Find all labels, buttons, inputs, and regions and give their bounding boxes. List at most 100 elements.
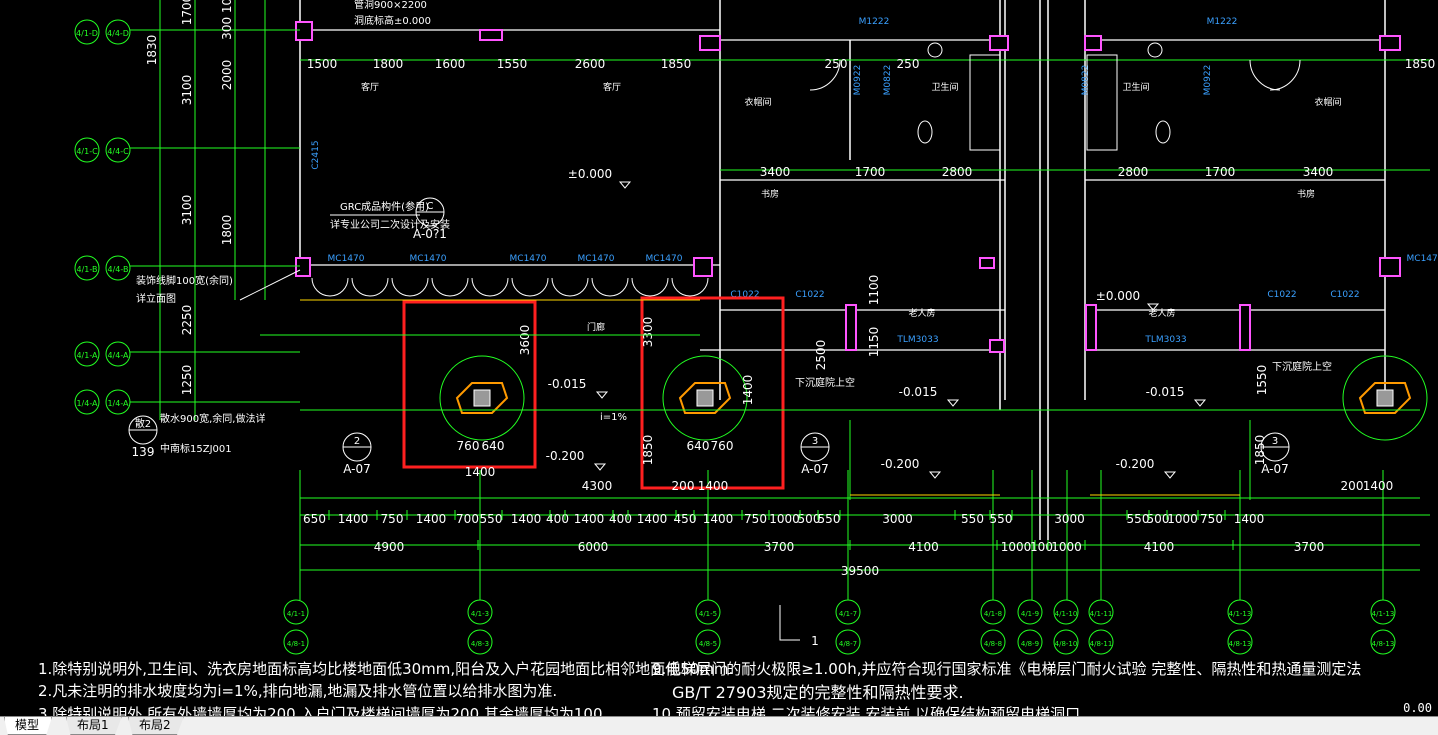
- dimension-text: 1400: [465, 465, 496, 479]
- dimension-text: 1000: [1167, 512, 1198, 526]
- tab-layout1[interactable]: 布局1: [66, 717, 122, 735]
- room-label: 书房: [1297, 188, 1315, 200]
- dimension-text: 1700: [1205, 165, 1236, 179]
- dimension-text: 500: [798, 512, 821, 526]
- column-block: [1084, 35, 1102, 51]
- dimension-text: 760: [711, 439, 734, 453]
- axis-bubble: [74, 389, 100, 415]
- column-block: [699, 35, 721, 51]
- column-block: [845, 304, 857, 351]
- dimension-text: 450: [674, 512, 697, 526]
- door-tag: MC1470: [578, 254, 615, 264]
- column-block: [1239, 304, 1251, 351]
- general-notes: 1.除特别说明外,卫生间、洗衣房地面标高均比楼地面低30mm,阳台及入户花园地面…: [0, 655, 1438, 716]
- door-tag: MC1470: [510, 254, 547, 264]
- section-number: 1: [811, 634, 819, 648]
- dimension-text: 550: [990, 512, 1013, 526]
- note-1: 1.除特别说明外,卫生间、洗衣房地面标高均比楼地面低30mm,阳台及入户花园地面…: [38, 660, 734, 678]
- tab-model[interactable]: 模型: [4, 717, 53, 735]
- door-swing: [809, 59, 841, 91]
- dimension-text: 4300: [582, 479, 613, 493]
- axis-bubble: [105, 255, 131, 281]
- dimension-text: 3400: [1303, 165, 1334, 179]
- axis-label: 4/1-5: [699, 610, 717, 618]
- door-swing: [1269, 59, 1301, 91]
- axis-bubble: [74, 341, 100, 367]
- column-section: [1376, 389, 1394, 407]
- callout-sheet: A-07: [801, 462, 829, 476]
- bathtub-icon: [1086, 54, 1118, 151]
- axis-label: 4/8-8: [984, 640, 1002, 648]
- axis-bubble: [1053, 629, 1079, 655]
- dimension-text: 100: [1030, 540, 1053, 554]
- column-section: [696, 389, 714, 407]
- annotation: 散水900宽,余同,做法详: [160, 412, 265, 425]
- annotation: GRC成品构件(参用): [340, 200, 429, 213]
- column-block: [1379, 35, 1401, 51]
- axis-label: 4/1-A: [76, 351, 98, 360]
- room-label: 衣帽间: [744, 96, 771, 108]
- level-symbol: [928, 471, 942, 479]
- dimension-text: 3400: [760, 165, 791, 179]
- axis-bubble: [1370, 629, 1396, 655]
- column-block: [979, 257, 995, 269]
- dimension-text: 300 100: [220, 0, 234, 40]
- door-tag: C1022: [1330, 290, 1359, 300]
- door-tag: C1022: [730, 290, 759, 300]
- dimension-text: 640: [482, 439, 505, 453]
- column-block: [479, 29, 503, 41]
- dimension-text: 550: [1127, 512, 1150, 526]
- axis-label: 4/1-11: [1090, 610, 1113, 618]
- dimension-text: 400: [546, 512, 569, 526]
- door-tag: M1222: [1207, 17, 1238, 27]
- axis-bubble: [74, 255, 100, 281]
- highlight-box: [402, 300, 537, 469]
- tab-layout2[interactable]: 布局2: [128, 717, 184, 735]
- axis-bubble: [105, 19, 131, 45]
- annotation: 管洞900×2200: [354, 0, 427, 11]
- level-symbol: [1146, 303, 1160, 311]
- callout-number: 3: [1272, 436, 1278, 447]
- room-label: 衣帽间: [1314, 96, 1341, 108]
- axis-bubble: [283, 599, 309, 625]
- toilet-icon: [917, 120, 933, 144]
- dimension-text: 250: [897, 57, 920, 71]
- dimension-text: 550: [480, 512, 503, 526]
- dimension-text: 3700: [764, 540, 795, 554]
- annotation: 装饰线脚100宽(余同): [136, 274, 233, 287]
- dimension-text: 1400: [741, 375, 755, 406]
- axis-label: 4/1-C: [76, 147, 98, 156]
- room-label: 老人房: [908, 307, 935, 319]
- axis-bubble: [1017, 629, 1043, 655]
- axis-bubble: [835, 599, 861, 625]
- door-swing: [551, 277, 589, 297]
- dimension-text: 2600: [575, 57, 606, 71]
- axis-bubble: [980, 629, 1006, 655]
- note-9: 9.电梯层门的耐火极限≥1.00h,并应符合现行国家标准《电梯层门耐火试验 完整…: [652, 660, 1362, 678]
- axis-bubble: [1088, 629, 1114, 655]
- level-symbol: [618, 181, 632, 189]
- axis-label: 4/8-7: [839, 640, 857, 648]
- door-tag: MC1470: [646, 254, 683, 264]
- leader-line: [239, 269, 301, 301]
- dimension-text: 1400: [1234, 512, 1265, 526]
- axis-bubble: [1088, 599, 1114, 625]
- room-label: 客厅: [603, 81, 621, 93]
- axis-label: 4/8-9: [1021, 640, 1039, 648]
- door-tag: C1022: [1267, 290, 1296, 300]
- dimension-text: 1000: [769, 512, 800, 526]
- column-block: [295, 257, 311, 277]
- callout-sheet: A-07: [1261, 462, 1289, 476]
- footing-circle: [439, 355, 525, 441]
- axis-label: 4/8-13: [1372, 640, 1395, 648]
- dimension-text: 1700: [180, 0, 194, 25]
- note-9-cont: GB/T 27903规定的完整性和隔热性要求.: [672, 683, 964, 702]
- axis-label: 4/4-A: [107, 351, 129, 360]
- callout-sheet: A-07: [343, 462, 371, 476]
- layout-tab-bar: 0.00 模型 布局1 布局2: [0, 701, 1438, 735]
- level-mark: -0.200: [1116, 457, 1155, 471]
- axis-label: 4/1-10: [1055, 610, 1078, 618]
- level-symbol: [595, 391, 609, 399]
